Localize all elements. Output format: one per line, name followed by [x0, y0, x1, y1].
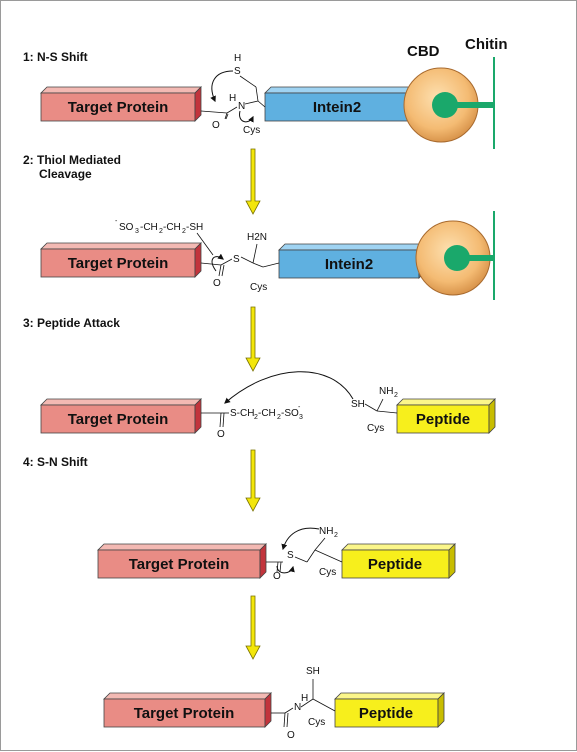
thioester-sub2-2: 2 — [277, 414, 281, 421]
amide-product-chemistry: SH H N O Cys — [271, 666, 336, 741]
chitin-binding-bead-1 — [403, 67, 494, 143]
step-4-label: 4: S-N Shift — [23, 455, 88, 469]
chem-minus-2: - — [298, 404, 301, 411]
step-2-label-line1: 2: Thiol Mediated — [23, 153, 121, 167]
target-protein-label-4: Target Protein — [129, 556, 230, 573]
chitin-label: Chitin — [465, 36, 508, 53]
chem-o-4: O — [273, 571, 281, 582]
mesna-sub2-1: 2 — [159, 228, 163, 235]
chem-s-2: S — [233, 254, 240, 265]
mesna-so: SO — [119, 222, 134, 233]
target-protein-label-1: Target Protein — [68, 99, 169, 116]
chem-s-1: S — [234, 66, 241, 77]
target-protein-label-3: Target Protein — [68, 411, 169, 428]
intein-label-1: Intein2 — [313, 99, 361, 116]
chem-o-5: O — [287, 730, 295, 741]
cys-label-5: Cys — [308, 717, 325, 728]
cys-label-2: Cys — [250, 282, 267, 293]
down-arrow-3 — [245, 449, 261, 512]
peptide-box-3: Peptide — [334, 692, 445, 728]
target-protein-box-3: Target Protein — [40, 398, 202, 434]
thioester-s-ch: S-CH — [230, 408, 254, 419]
chitin-binding-bead-2 — [415, 220, 494, 296]
step-3-label: 3: Peptide Attack — [23, 316, 120, 330]
chem-nh2-4: NH — [319, 526, 333, 537]
n-s-shift-chemistry: H S H N O Cys — [200, 53, 266, 136]
chem-sh-5: SH — [306, 666, 320, 677]
intein-label-2: Intein2 — [325, 256, 373, 273]
target-protein-box-2: Target Protein — [40, 242, 202, 278]
thioester-sub3: 3 — [299, 414, 303, 421]
s-n-shift-chemistry: NH 2 S O Cys — [266, 526, 343, 582]
thioester-sub2-1: 2 — [254, 414, 258, 421]
peptide-label-2: Peptide — [368, 556, 422, 573]
cys-label-3: Cys — [367, 423, 384, 434]
chem-h2n: H2N — [247, 232, 267, 243]
chem-sh-3: SH — [351, 399, 365, 410]
mesna-sub3: 3 — [135, 228, 139, 235]
down-arrow-4 — [245, 595, 261, 660]
chem-s-4: S — [287, 550, 294, 561]
chem-minus-1: - — [115, 218, 118, 225]
mesna-sub2-2: 2 — [182, 228, 186, 235]
target-protein-box-5: Target Protein — [103, 692, 272, 728]
chem-o-1: O — [212, 120, 220, 131]
cbd-label: CBD — [407, 43, 440, 60]
peptide-label-3: Peptide — [359, 705, 413, 722]
cys-label-4: Cys — [319, 567, 336, 578]
intein-box-1: Intein2 — [264, 86, 416, 122]
mesna-ch-1: -CH — [140, 222, 158, 233]
thiol-cleavage-chemistry: - SO 3 -CH 2 -CH 2 -SH H2N S O Cys — [115, 218, 280, 293]
chem-h-5: H — [301, 693, 308, 704]
peptide-attack-chemistry: S-CH 2 -CH 2 -SO 3 - O SH NH 2 Cys — [201, 371, 398, 440]
chem-n-5: N — [294, 702, 301, 713]
chem-n-1: N — [238, 101, 245, 112]
step-2-label-line2: Cleavage — [39, 167, 92, 181]
step-1-label: 1: N-S Shift — [23, 50, 88, 64]
target-protein-box-1: Target Protein — [40, 86, 202, 122]
target-protein-label-5: Target Protein — [134, 705, 235, 722]
down-arrow-1 — [245, 148, 261, 215]
intein-box-2: Intein2 — [278, 243, 426, 279]
peptide-label-1: Peptide — [416, 411, 470, 428]
chem-h-1: H — [234, 53, 241, 64]
chem-o-2: O — [213, 278, 221, 289]
mesna-sh: -SH — [186, 222, 203, 233]
cys-label-1: Cys — [243, 125, 260, 136]
chem-h-2: H — [229, 93, 236, 104]
thioester-ch: -CH — [258, 408, 276, 419]
peptide-box-1: Peptide — [396, 398, 496, 434]
target-protein-box-4: Target Protein — [97, 543, 267, 579]
chem-o-3: O — [217, 429, 225, 440]
peptide-box-2: Peptide — [341, 543, 456, 579]
chem-nh2-sub-4: 2 — [334, 532, 338, 539]
chem-nh2-sub-3: 2 — [394, 392, 398, 399]
target-protein-label-2: Target Protein — [68, 255, 169, 272]
mesna-ch-2: -CH — [163, 222, 181, 233]
thioester-so: -SO — [281, 408, 299, 419]
down-arrow-2 — [245, 306, 261, 372]
chem-nh2-3: NH — [379, 386, 393, 397]
